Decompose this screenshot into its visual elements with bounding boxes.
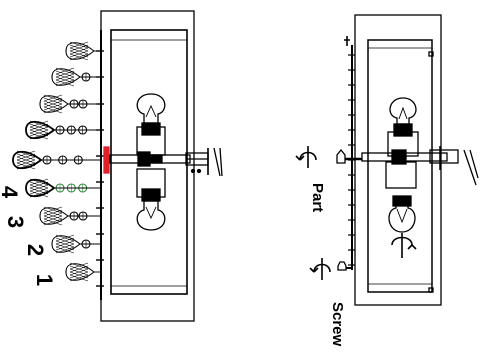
right-frame-inner [367,39,433,293]
crystal-strand [65,41,101,61]
highlight-bar [103,146,110,174]
strand-numbers: 1 2 3 4 [0,186,57,286]
left-frame-inner [110,29,188,295]
right-rail-clips [348,54,355,266]
rotate-arrow-part-icon [295,146,317,168]
left-rail-clips [96,50,104,287]
right-lower-bulb [388,201,416,233]
screw-label: Screw [329,302,346,347]
crystal-strand [12,150,101,170]
crystal-strand [39,206,101,226]
crystal-strand [65,262,101,282]
left-assembly [12,10,223,322]
rotate-arrow-screw-icon [309,258,331,280]
part-label: Part [309,183,326,212]
number-2: 2 [23,244,48,256]
crystal-strand [51,234,101,254]
right-assembly [295,14,479,306]
crystal-strand [25,178,101,198]
lower-bulb [136,200,166,231]
crystal-strand [51,67,101,87]
number-1: 1 [32,274,57,286]
part-marker [336,148,346,164]
right-upper-bulb [389,97,417,125]
crystal-strands [12,41,101,282]
right-lower-socket [385,161,417,189]
number-4: 4 [0,186,22,199]
crystal-strand [39,94,101,114]
upper-bulb [136,93,166,124]
number-3: 3 [3,216,28,228]
screw-marker [337,261,347,271]
crystal-strand [25,120,101,140]
rotate-arrow-bulb-icon [391,233,417,258]
